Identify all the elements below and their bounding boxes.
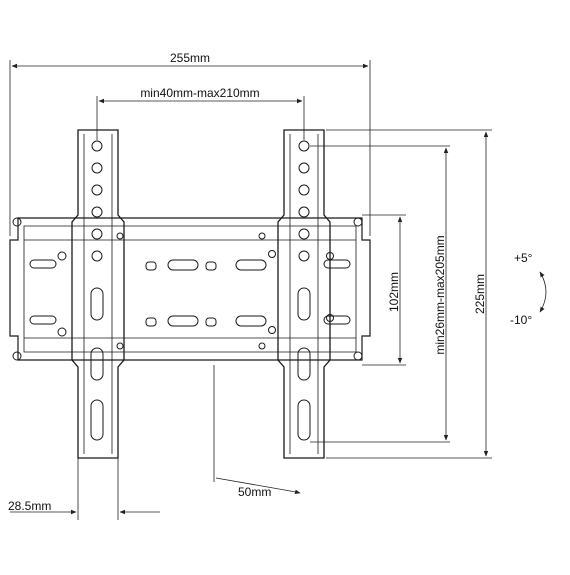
label-overall-width: 255mm xyxy=(170,51,210,65)
dimension-overall-width: 255mm xyxy=(9,51,371,236)
dimension-wall-gap: 28.5mm xyxy=(8,458,160,520)
label-tilt-up: +5° xyxy=(514,251,533,265)
dimension-vesa-vertical: min26mm-max205mm xyxy=(310,145,450,443)
dimension-offset: 50mm xyxy=(213,365,301,499)
label-offset: 50mm xyxy=(238,485,271,499)
left-arm xyxy=(71,129,125,459)
dimension-vesa-horizontal: min40mm-max210mm xyxy=(96,86,305,140)
label-height: 225mm xyxy=(473,274,487,314)
right-arm xyxy=(277,129,334,459)
label-vesa-horizontal: min40mm-max210mm xyxy=(140,86,259,100)
tilt-indicator: +5° -10° xyxy=(510,251,547,327)
label-tilt-down: -10° xyxy=(510,313,532,327)
back-plate xyxy=(9,217,371,361)
label-center-height: 102mm xyxy=(387,272,401,312)
dimension-center-height: 102mm xyxy=(362,214,406,366)
label-vesa-vertical: min26mm-max205mm xyxy=(433,235,447,354)
dimension-height: 225mm xyxy=(326,129,492,459)
label-wall-gap: 28.5mm xyxy=(8,499,51,513)
